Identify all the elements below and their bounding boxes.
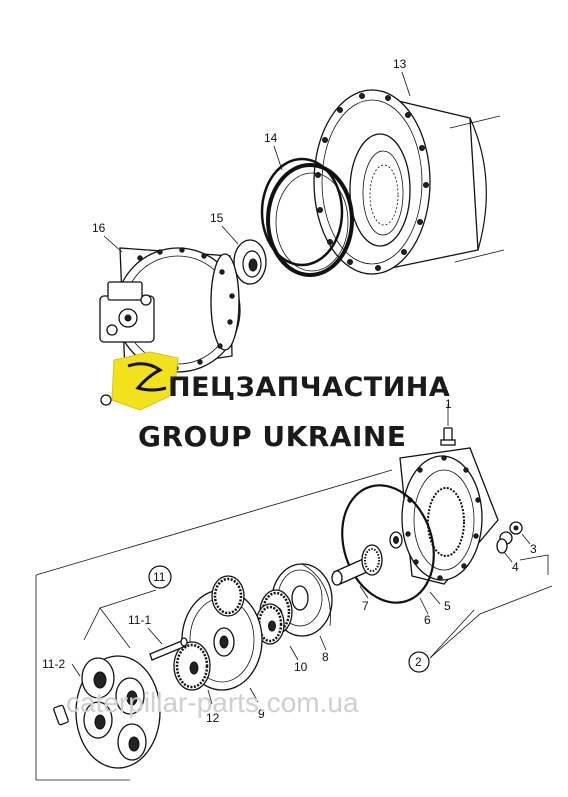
label-5: 5 — [444, 599, 451, 613]
part-5-bolt — [389, 531, 403, 549]
label-13: 13 — [393, 57, 407, 71]
label-12: 12 — [206, 711, 220, 725]
label-11-circle — [148, 565, 172, 589]
label-11: 11 — [153, 570, 166, 584]
label-15: 15 — [210, 211, 224, 225]
label-2-circle — [408, 651, 430, 673]
label-4: 4 — [512, 560, 519, 574]
part-10-planet-gear — [255, 589, 293, 645]
label-6: 6 — [424, 613, 431, 627]
label-1: 1 — [445, 397, 452, 411]
part-11-planet-carrier — [75, 655, 161, 769]
part-16-travel-motor — [99, 247, 241, 373]
label-8: 8 — [322, 650, 329, 664]
label-11-2: 11-2 — [42, 657, 65, 671]
part-11-1-pin — [149, 637, 188, 661]
label-9: 9 — [258, 707, 265, 721]
part-6-o-ring — [341, 484, 435, 604]
label-10: 10 — [294, 660, 308, 674]
part-15-bearing-ring — [233, 239, 267, 285]
part-2-carrier-housing — [399, 447, 499, 585]
watermark-line-1: ПЕЦЗАПЧАСТИНА — [168, 372, 450, 403]
label-16: 16 — [92, 221, 106, 235]
watermark-url: caterpillar-parts.com.ua — [66, 687, 359, 718]
part-7-sun-gear-shaft — [331, 544, 383, 586]
part-11-2-pin — [53, 704, 69, 726]
label-11-1: 11-1 — [128, 613, 151, 627]
label-7: 7 — [362, 599, 369, 613]
label-3: 3 — [530, 542, 537, 556]
watermark-logo — [100, 351, 179, 411]
part-12-gear — [173, 641, 211, 691]
part-4-washer — [496, 538, 508, 554]
part-1-bolt — [440, 427, 456, 446]
part-14-seal-ring — [260, 157, 354, 277]
part-13-hub-housing — [313, 89, 487, 275]
label-2: 2 — [415, 655, 422, 669]
label-14: 14 — [264, 131, 278, 145]
watermark-line-2: GROUP UKRAINE — [138, 420, 407, 453]
